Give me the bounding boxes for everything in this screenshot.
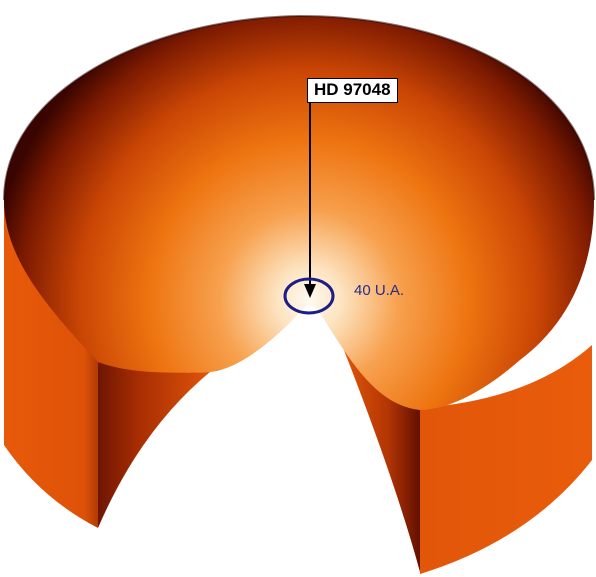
disk-rim (3, 14, 595, 201)
right-cut-face (340, 340, 420, 572)
left-cut-face (98, 362, 210, 528)
disk-surface (4, 16, 594, 410)
left-outer-wall (4, 200, 98, 528)
star-pointer-arrowhead (304, 284, 316, 298)
scale-circle (283, 277, 335, 315)
scale-label: 40 U.A. (354, 282, 405, 299)
right-outer-wall (420, 345, 592, 574)
star-name-label: HD 97048 (307, 78, 398, 103)
